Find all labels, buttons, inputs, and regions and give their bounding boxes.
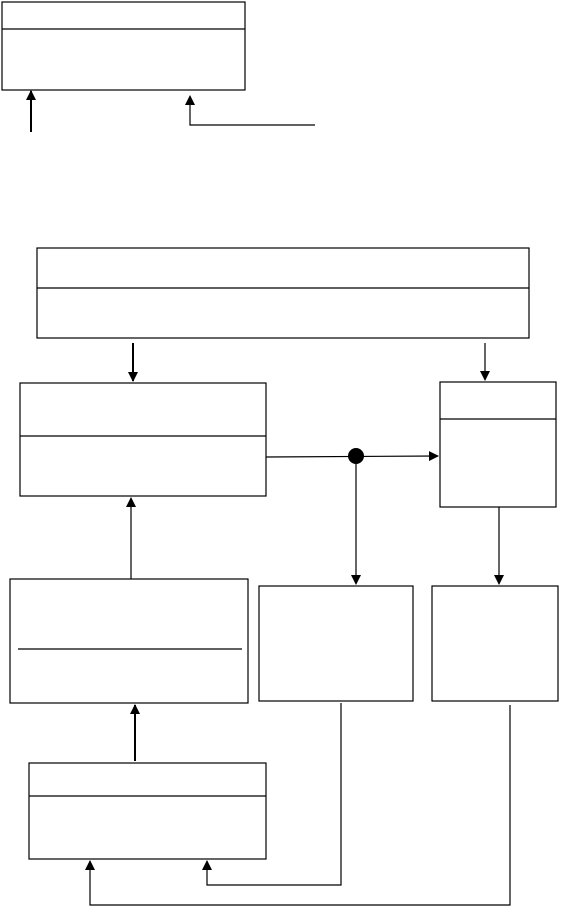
- junction-node: [348, 448, 364, 464]
- box-wide: [36, 247, 530, 339]
- box-lower-left: [9, 578, 249, 704]
- box-lower-right: [431, 585, 559, 702]
- box-mid-left: [19, 382, 267, 497]
- box-lower-center: [258, 585, 414, 702]
- arrow-lower-right-to-bottom-left: [85, 705, 511, 906]
- box-bottom-left: [28, 762, 267, 860]
- arrow-lower-center-to-bottom-left: [202, 703, 342, 886]
- arrow-into-top-left-box-right: [185, 95, 315, 126]
- box-mid-right: [439, 381, 557, 508]
- box-top-left: [1, 1, 246, 91]
